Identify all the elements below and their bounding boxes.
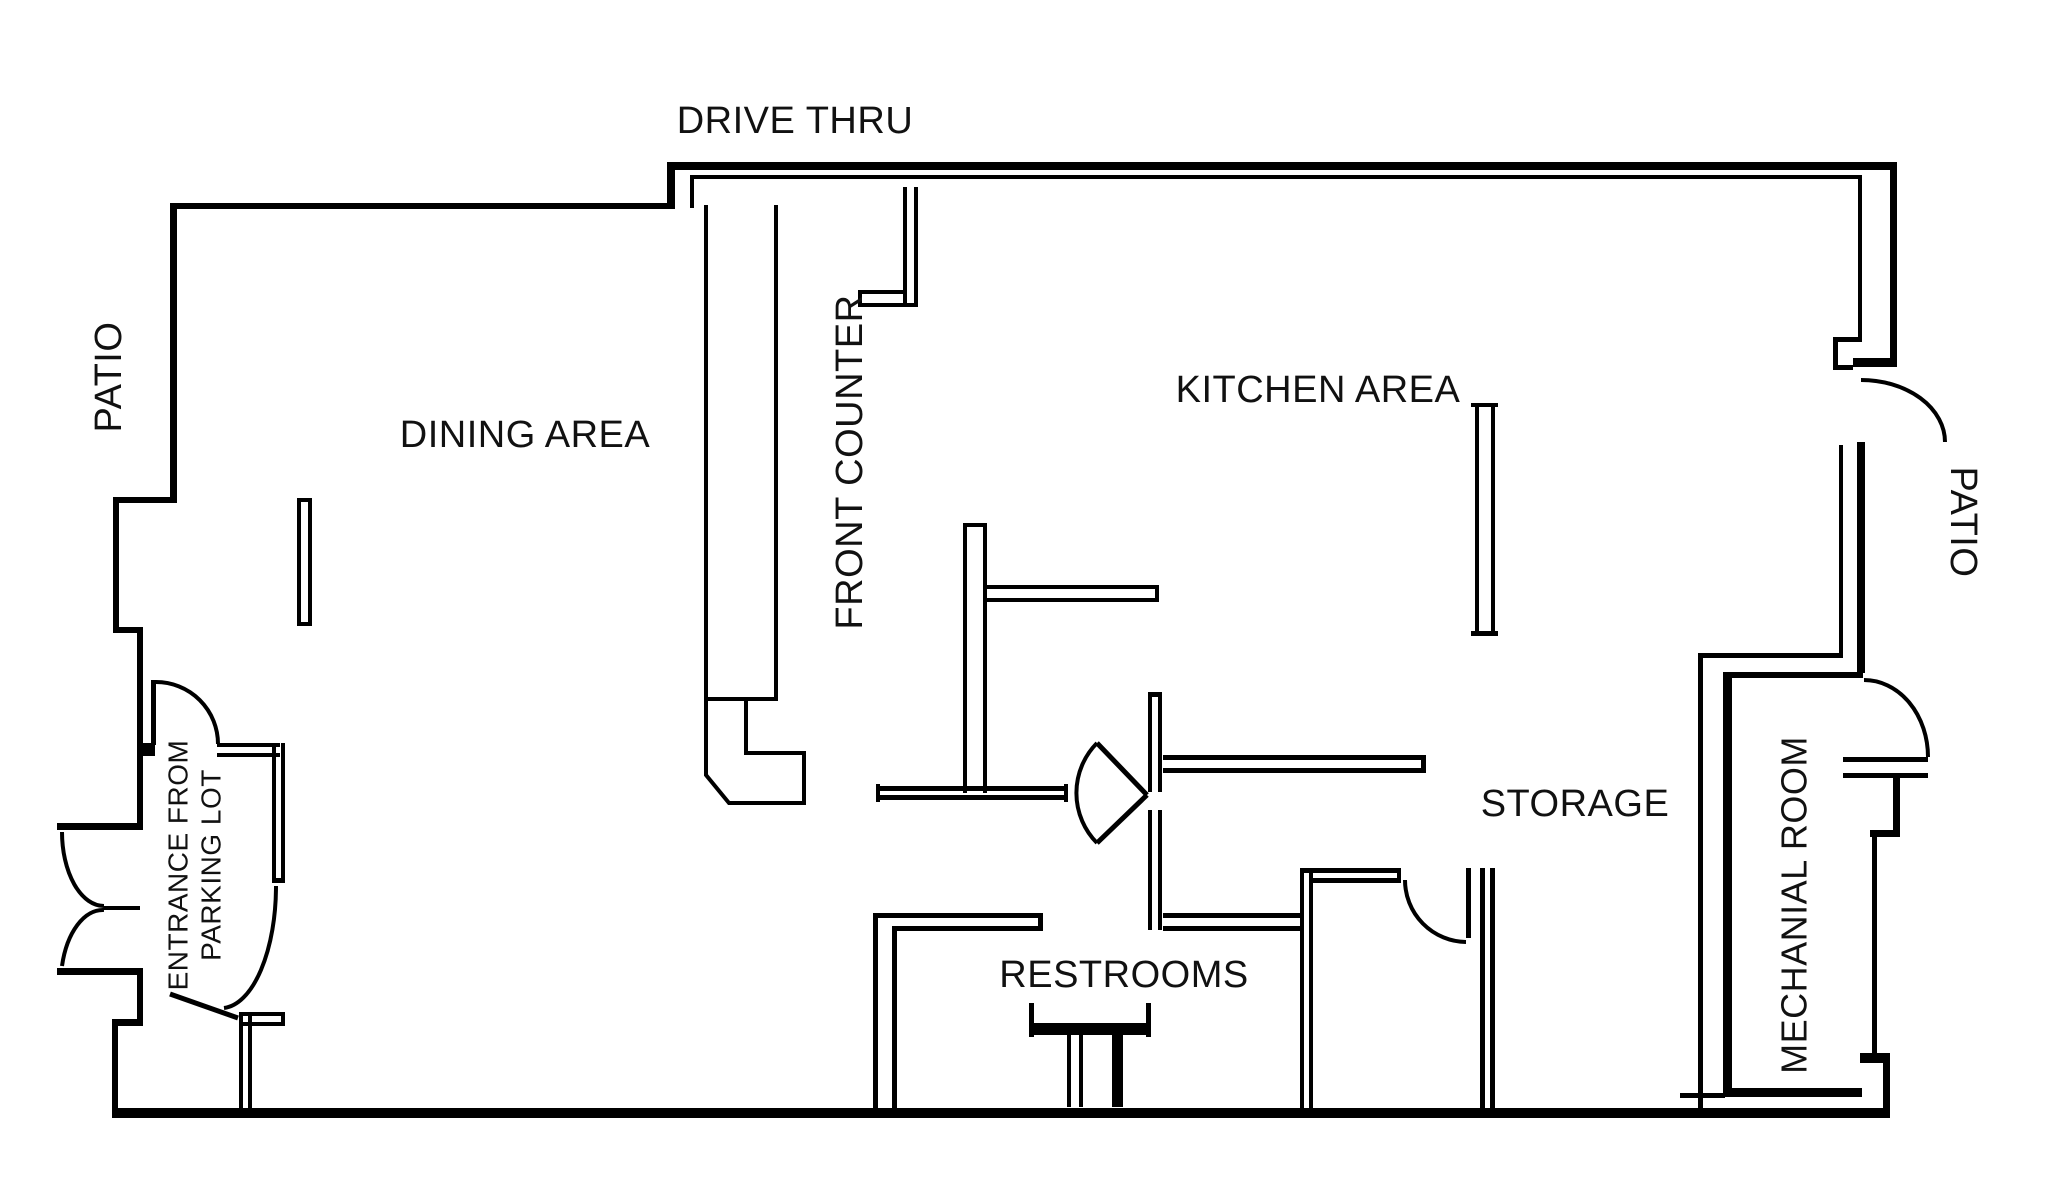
label-drive-thru: DRIVE THRU: [677, 100, 914, 142]
label-kitchen-area: KITCHEN AREA: [1176, 369, 1461, 411]
label-restrooms: RESTROOMS: [999, 954, 1248, 996]
label-storage: STORAGE: [1481, 783, 1670, 825]
vestibule-inner-door-arc: [155, 680, 220, 745]
label-dining-area: DINING AREA: [400, 414, 651, 456]
label-entrance-line2: PARKING LOT: [195, 769, 226, 961]
interior-walls: [151, 175, 1928, 1108]
label-mechanical-room: MECHANIAL ROOM: [1774, 736, 1815, 1074]
label-entrance-line1: ENTRANCE FROM: [162, 740, 193, 991]
double-door-lower-arc: [60, 907, 105, 967]
label-patio-left: PATIO: [88, 322, 130, 433]
label-front-counter: FRONT COUNTER: [829, 294, 871, 629]
patio-right-upper-door-arc: [1860, 378, 1947, 443]
vestibule-lower-door-arc: [223, 885, 279, 1010]
closet-door-arc: [1403, 879, 1467, 944]
patio-right-lower-door-arc: [1863, 678, 1930, 758]
double-acting-door-leaves: [1095, 741, 1149, 845]
label-patio-right: PATIO: [1942, 467, 1984, 578]
vestibule-lower-door-leaf: [169, 991, 239, 1021]
double-door-upper-arc: [60, 831, 105, 908]
double-acting-door-arc: [1074, 741, 1099, 845]
front-counter-fixture: [704, 205, 806, 805]
